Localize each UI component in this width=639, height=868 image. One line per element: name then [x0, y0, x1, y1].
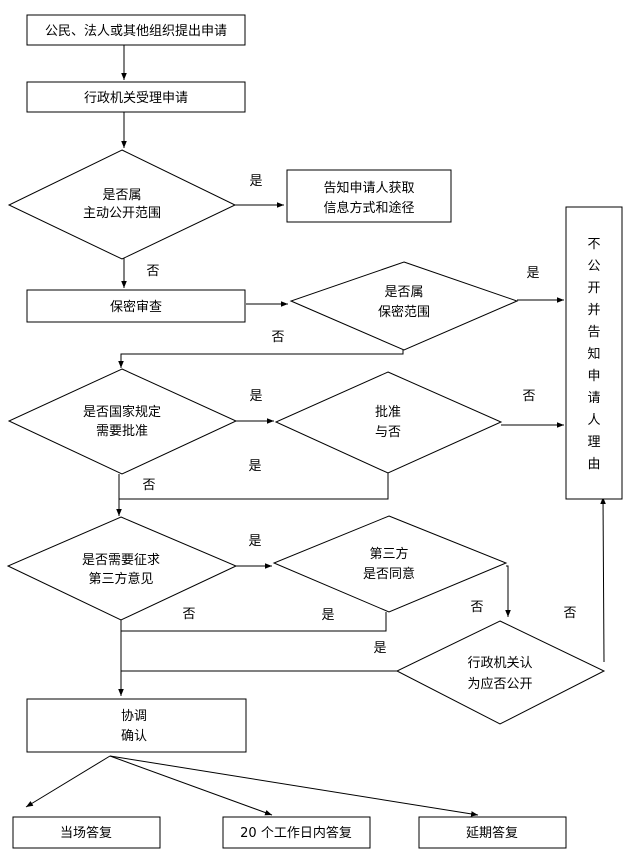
edge-yes-label: 是: [249, 389, 262, 404]
edge-yes-label: 是: [248, 534, 261, 549]
decision-approve: 批准 与否: [274, 371, 503, 474]
edge-no-label: 否: [182, 607, 195, 622]
edge-no-label: 否: [470, 600, 483, 615]
coordinate-box: 协调 确认: [26, 698, 247, 753]
decision-agency-line2: 为应否公开: [467, 676, 532, 692]
edge-no-label: 否: [271, 330, 284, 345]
reply-delay-label: 延期答复: [466, 825, 518, 841]
no-disclosure-char: 告: [587, 325, 600, 340]
decision-agency: 行政机关认 为应否公开: [395, 620, 606, 725]
reply-20days-box: 20 个工作日内答复: [222, 816, 371, 849]
no-disclosure-box: 不 公 开 并 告 知 申 请 人 理 由: [565, 206, 623, 500]
secrecy-review-label: 保密审查: [110, 299, 162, 315]
no-disclosure-char: 知: [587, 346, 600, 362]
decision-active-disclosure: 是否属 主动公开范围: [7, 149, 237, 260]
secrecy-review-box: 保密审查: [26, 289, 246, 323]
accept-label: 行政机关受理申请: [84, 91, 188, 106]
apply-label: 公民、法人或其他组织提出申请: [45, 23, 227, 39]
no-disclosure-char: 人: [587, 413, 600, 428]
no-disclosure-char: 由: [587, 457, 600, 472]
edge-yes-label: 是: [248, 459, 261, 474]
accept-box: 行政机关受理申请: [26, 81, 246, 113]
decision-third-agree: 第三方 是否同意: [272, 515, 508, 613]
coordinate-line2: 确认: [121, 729, 147, 744]
no-disclosure-char: 公: [587, 259, 600, 274]
decision-state-line2: 需要批准: [96, 424, 148, 439]
decision-secret: 是否属 保密范围: [289, 261, 519, 351]
edge-no-label: 否: [146, 264, 159, 279]
no-disclosure-char: 请: [587, 391, 600, 406]
inform-method-box: 告知申请人获取 信息方式和途径: [286, 169, 452, 223]
reply-spot-label: 当场答复: [60, 825, 112, 841]
decision-state-line1: 是否国家规定: [83, 404, 161, 420]
apply-box: 公民、法人或其他组织提出申请: [26, 14, 246, 46]
decision-third-line1: 是否需要征求: [82, 553, 160, 568]
decision-secret-line2: 保密范围: [378, 304, 430, 320]
no-disclosure-char: 并: [587, 303, 600, 318]
edge-yes-label: 是: [373, 641, 386, 656]
decision-third-agree-line2: 是否同意: [363, 566, 415, 582]
decision-third-agree-line1: 第三方: [369, 546, 408, 562]
edge-no-label: 否: [563, 606, 576, 621]
edge-yes-label: 是: [321, 608, 334, 623]
inform-method-line1: 告知申请人获取: [323, 180, 414, 196]
edge-no-label: 否: [142, 478, 155, 493]
edge-labels: 是 否 是 否 是 否 是 否 是 否 否 是 否 是: [142, 174, 576, 656]
connectors: [25, 45, 606, 817]
no-disclosure-char: 理: [587, 435, 600, 450]
decision-approve-line2: 与否: [375, 425, 401, 440]
decision-active-line1: 是否属: [102, 188, 141, 203]
reply-delay-box: 延期答复: [418, 816, 567, 849]
inform-method-line2: 信息方式和途径: [323, 200, 414, 216]
decision-agency-line1: 行政机关认: [467, 656, 532, 671]
edge-no-label: 否: [522, 389, 535, 404]
edge-yes-label: 是: [526, 266, 539, 281]
no-disclosure-vertical-text: 不 公 开 并 告 知 申 请 人 理 由: [587, 237, 600, 472]
decision-approve-line1: 批准: [375, 405, 401, 420]
coordinate-line1: 协调: [121, 709, 147, 724]
decision-active-line2: 主动公开范围: [83, 206, 161, 221]
no-disclosure-char: 申: [587, 369, 600, 384]
decision-secret-line1: 是否属: [384, 285, 423, 300]
decision-third-line2: 第三方意见: [88, 571, 153, 587]
reply-spot-box: 当场答复: [12, 816, 161, 849]
reply-20days-label: 20 个工作日内答复: [240, 825, 352, 841]
edge-yes-label: 是: [249, 174, 262, 189]
decision-state-rule: 是否国家规定 需要批准: [7, 368, 238, 475]
no-disclosure-char: 开: [587, 281, 600, 296]
no-disclosure-char: 不: [587, 237, 600, 252]
decision-third-party: 是否需要征求 第三方意见: [6, 516, 238, 621]
